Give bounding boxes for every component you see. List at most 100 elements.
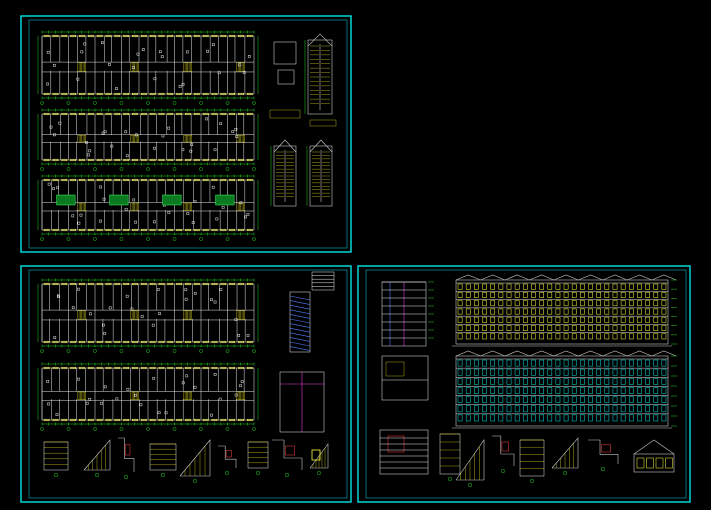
window (531, 396, 536, 403)
fixture (158, 50, 162, 54)
window (637, 333, 642, 340)
window (246, 158, 253, 162)
fixture (158, 312, 161, 315)
window (79, 340, 85, 344)
window (457, 316, 463, 323)
fixture (215, 217, 219, 221)
window (506, 300, 512, 307)
window (246, 340, 253, 344)
window (61, 282, 68, 286)
axis-bubble (225, 167, 230, 171)
window (571, 308, 577, 315)
window (645, 300, 650, 307)
window (539, 283, 544, 290)
window (588, 359, 593, 367)
window (132, 228, 138, 232)
window (70, 418, 77, 422)
gable (651, 350, 677, 357)
window (580, 378, 585, 385)
window (490, 378, 496, 385)
window (653, 292, 659, 298)
fixture (102, 197, 106, 201)
fixture (206, 49, 209, 53)
window (193, 366, 200, 370)
window (229, 34, 236, 38)
window (132, 418, 138, 422)
fixture (219, 122, 223, 125)
stair-flight (289, 309, 311, 315)
detail-mark (501, 441, 509, 452)
detail-mark (124, 444, 131, 456)
window (96, 418, 103, 422)
window (202, 158, 209, 162)
sheet-elevations[interactable] (357, 265, 691, 503)
window (185, 340, 191, 344)
window (555, 333, 561, 340)
window (661, 308, 667, 315)
fixture (47, 402, 50, 406)
window (661, 414, 667, 422)
window (604, 300, 610, 307)
fixture (239, 384, 242, 388)
window (655, 457, 664, 469)
window (457, 283, 463, 290)
fixture (89, 312, 92, 316)
fixture (99, 185, 102, 189)
window (167, 92, 174, 96)
fixture (160, 55, 164, 58)
window (79, 178, 85, 182)
window (653, 378, 659, 385)
gable (553, 350, 579, 357)
fixture (88, 397, 91, 401)
fixture (235, 135, 239, 139)
window (246, 112, 253, 116)
stair-flight (289, 332, 311, 338)
window (596, 300, 602, 307)
window (620, 378, 626, 385)
window (96, 34, 103, 38)
fixture (185, 374, 189, 378)
detail-bubble (600, 466, 606, 472)
window (661, 396, 667, 403)
stair-flight (289, 318, 311, 324)
window (612, 368, 618, 376)
window (114, 282, 121, 286)
window (167, 418, 174, 422)
fixture (108, 306, 112, 310)
window (87, 228, 94, 232)
sheet-plans-and-details[interactable] (20, 265, 352, 503)
window (79, 228, 85, 232)
window (588, 405, 593, 413)
fixture (161, 134, 165, 138)
window (61, 158, 68, 162)
axis-bubble (172, 101, 177, 105)
window (158, 366, 165, 370)
window (645, 325, 650, 331)
window (474, 325, 479, 331)
window (498, 368, 504, 376)
window (555, 387, 561, 394)
window (612, 308, 618, 315)
window (457, 359, 463, 367)
window (465, 414, 471, 422)
gable (455, 274, 481, 281)
detail-mark (225, 450, 232, 458)
window (474, 387, 479, 394)
note-table (311, 271, 335, 291)
stair-flight (289, 295, 311, 301)
gable (602, 274, 628, 281)
axis-bubble (146, 427, 150, 431)
window (246, 282, 253, 286)
window (522, 378, 528, 385)
sheet-floor-plans[interactable] (20, 15, 352, 253)
window (79, 34, 85, 38)
window (637, 396, 642, 403)
stair-detail (304, 33, 333, 115)
window (522, 316, 528, 323)
axis-bubble (93, 237, 97, 241)
window (588, 325, 593, 331)
window (132, 92, 138, 96)
window (498, 405, 504, 413)
window (653, 387, 659, 394)
window (79, 418, 85, 422)
